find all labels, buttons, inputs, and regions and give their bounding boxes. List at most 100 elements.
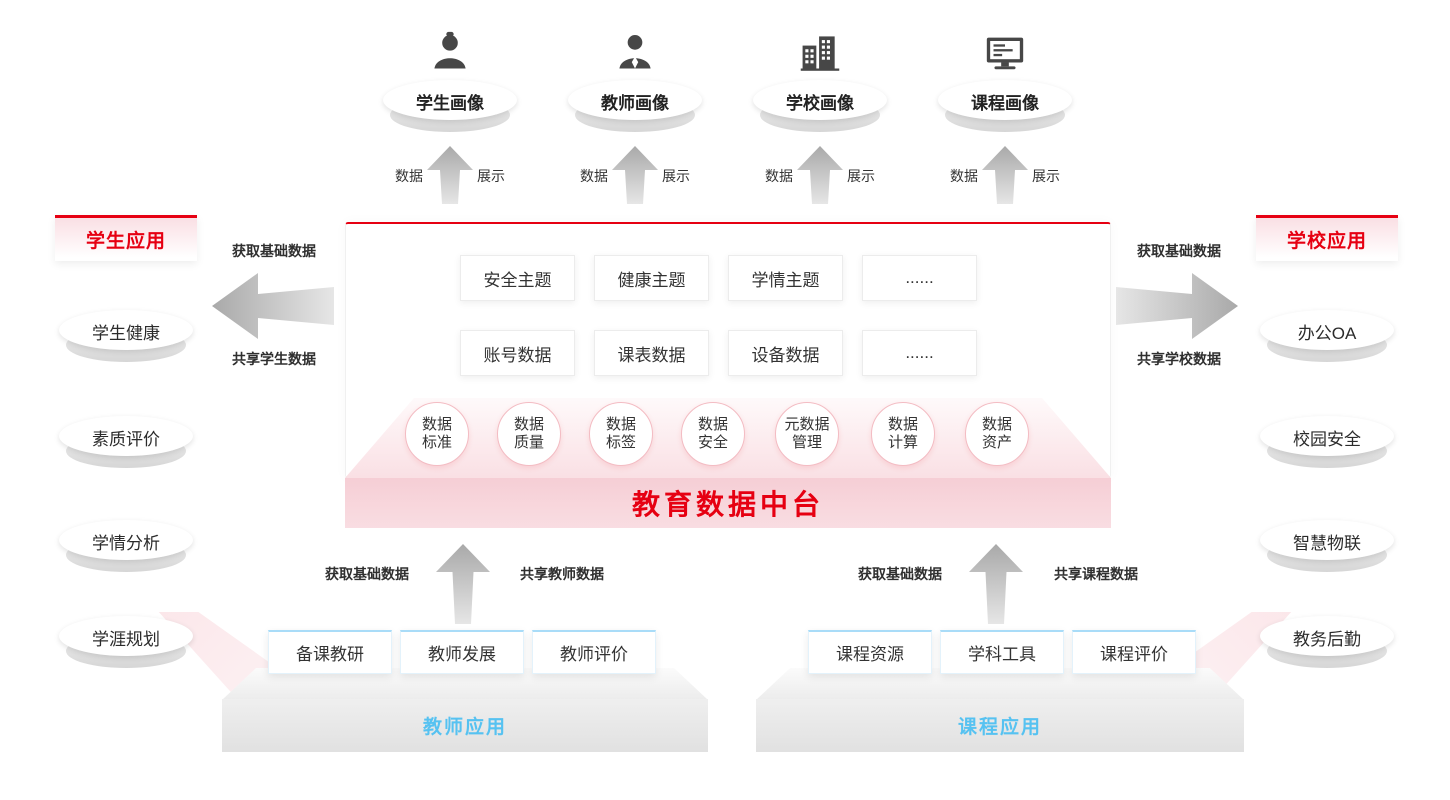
teacher-get-label: 获取基础数据 [325,566,409,582]
capability-circle: 数据 资产 [965,402,1029,466]
capability-circle: 数据 标准 [405,402,469,466]
platform-disc-face [1260,310,1394,350]
portrait-student: 学生画像 [375,22,525,132]
side-app-label: 智慧物联 [1293,534,1361,553]
circle-line2: 质量 [513,434,544,451]
teacher-app-box: 备课教研 [268,630,392,674]
side-app-label: 学涯规划 [92,630,160,649]
circle-line2: 计算 [887,434,918,451]
side-app-item: 学情分析 [55,514,197,572]
course-app-box: 课程评价 [1072,630,1196,674]
portrait-label: 学校画像 [786,94,854,113]
platform-disc-face [59,520,193,560]
circle-line1: 数据 [697,416,728,433]
side-app-label: 教务后勤 [1293,630,1361,649]
platform-disc-face [1260,416,1394,456]
arrow-up-icon [969,544,1023,624]
flow-data-label: 数据 [580,168,608,184]
platform-disc-face [1260,520,1394,560]
right-get-label: 获取基础数据 [1137,243,1221,259]
theme-box: 健康主题 [594,255,709,301]
side-app-item: 素质评价 [55,410,197,468]
portrait-label: 学生画像 [416,94,484,113]
student-apps-header: 学生应用 [55,215,197,261]
course-apps-title: 课程应用 [957,717,1042,738]
teacher-share-label: 共享教师数据 [520,566,604,582]
capability-circle: 数据 标签 [589,402,653,466]
student-icon [375,22,525,74]
flow-display-label: 展示 [847,168,875,184]
portrait-school: 学校画像 [745,22,895,132]
side-app-label: 办公OA [1297,324,1357,343]
platform-disc-face [568,80,702,120]
flow-display-label: 展示 [662,168,690,184]
platform-disc-face [59,616,193,656]
circle-line1: 数据 [887,416,918,433]
teacher-apps-platform: 教师应用 [222,699,708,752]
flow-course: 数据 展示 [930,146,1080,208]
left-get-label: 获取基础数据 [232,243,316,259]
platform-disc-face [1260,616,1394,656]
platform-disc-face [938,80,1072,120]
arrow-up-icon [436,544,490,624]
circle-line2: 标签 [605,434,636,451]
circle-line2: 标准 [421,434,452,451]
side-app-label: 学生健康 [92,324,160,343]
portrait-teacher: 教师画像 [560,22,710,132]
flow-school: 数据 展示 [745,146,895,208]
course-get-label: 获取基础数据 [858,566,942,582]
side-app-item: 办公OA [1256,304,1398,362]
portrait-label: 教师画像 [601,94,669,113]
portrait-label: 课程画像 [971,94,1039,113]
school-apps-header: 学校应用 [1256,215,1398,261]
capability-circle: 数据 质量 [497,402,561,466]
side-app-item: 学生健康 [55,304,197,362]
circle-line1: 数据 [513,416,544,433]
side-app-item: 校园安全 [1256,410,1398,468]
circle-line1: 数据 [981,416,1012,433]
circle-line1: 元数据 [784,416,830,433]
flow-data-label: 数据 [950,168,978,184]
flow-display-label: 展示 [1032,168,1060,184]
side-app-item: 教务后勤 [1256,610,1398,668]
capability-circle: 数据 计算 [871,402,935,466]
course-app-box: 学科工具 [940,630,1064,674]
capability-circle: 元数据 管理 [775,402,839,466]
up-arrow-icon [427,146,473,204]
theme-box: 学情主题 [728,255,843,301]
platform-disc-face [753,80,887,120]
theme-box: 安全主题 [460,255,575,301]
arrow-right-icon [1116,273,1238,339]
circle-line1: 数据 [421,416,452,433]
data-box-more: ...... [862,330,977,376]
school-icon [745,22,895,74]
flow-student: 数据 展示 [375,146,525,208]
teacher-app-box: 教师发展 [400,630,524,674]
course-share-label: 共享课程数据 [1054,566,1138,582]
teacher-apps-title: 教师应用 [422,717,507,738]
up-arrow-icon [797,146,843,204]
side-app-label: 校园安全 [1293,430,1361,449]
teacher-app-box: 教师评价 [532,630,656,674]
flow-teacher: 数据 展示 [560,146,710,208]
platform-disc-face [383,80,517,120]
flow-data-label: 数据 [765,168,793,184]
platform-disc-face [59,310,193,350]
side-app-item: 智慧物联 [1256,514,1398,572]
data-box: 设备数据 [728,330,843,376]
course-apps-platform: 课程应用 [756,699,1244,752]
portrait-course: 课程画像 [930,22,1080,132]
capability-circle: 数据 安全 [681,402,745,466]
up-arrow-icon [612,146,658,204]
circle-line2: 安全 [697,434,728,451]
teacher-icon [560,22,710,74]
arrow-left-icon [212,273,334,339]
flow-display-label: 展示 [477,168,505,184]
circle-line2: 资产 [981,434,1012,451]
course-icon [930,22,1080,74]
platform-banner: 教育数据中台 [345,478,1111,528]
platform-disc-face [59,416,193,456]
flow-data-label: 数据 [395,168,423,184]
data-box: 账号数据 [460,330,575,376]
